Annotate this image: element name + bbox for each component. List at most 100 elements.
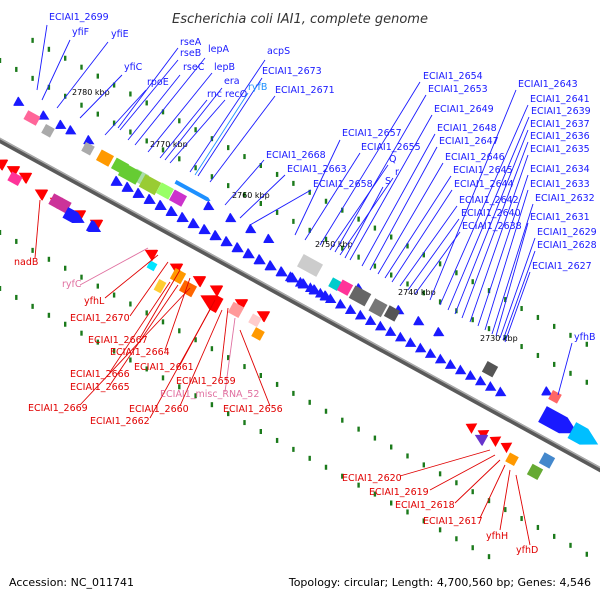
reverse-gene bbox=[500, 442, 513, 454]
forward-gene bbox=[165, 205, 178, 217]
gene-block-shape bbox=[81, 141, 95, 156]
forward-gene-shape bbox=[38, 110, 50, 120]
tick-dot bbox=[161, 109, 165, 115]
gene-block-shape bbox=[117, 162, 143, 185]
tick-dot bbox=[129, 91, 132, 97]
gene-block bbox=[41, 124, 55, 138]
tick-dot bbox=[585, 341, 588, 347]
forward-gene bbox=[176, 211, 189, 223]
callout-line bbox=[344, 186, 384, 259]
tick-dot bbox=[96, 111, 99, 117]
gene-label: Q bbox=[389, 154, 396, 165]
gene-block bbox=[178, 279, 198, 298]
tick-dot bbox=[308, 189, 311, 195]
tick-dot bbox=[275, 209, 279, 215]
forward-gene-shape bbox=[85, 219, 102, 233]
tick-dot bbox=[308, 399, 311, 405]
gene-block-shape bbox=[368, 298, 388, 318]
forward-gene-shape bbox=[344, 304, 357, 314]
tick-dot bbox=[31, 247, 34, 253]
tick-dot bbox=[275, 381, 279, 387]
tick-dot bbox=[145, 366, 148, 372]
callout-line bbox=[399, 205, 458, 287]
gene-block bbox=[336, 279, 354, 296]
gene-label: era bbox=[224, 76, 240, 87]
tick-dot bbox=[112, 120, 116, 126]
forward-gene bbox=[414, 342, 427, 353]
gene-block bbox=[383, 305, 401, 322]
tick-dot bbox=[145, 100, 148, 106]
forward-gene bbox=[374, 320, 387, 331]
gene-label: recO bbox=[225, 89, 247, 100]
callout-line bbox=[504, 271, 531, 343]
tick-dot bbox=[422, 518, 425, 524]
tick-dot bbox=[292, 180, 295, 186]
tick-dot bbox=[129, 301, 132, 307]
tick-dot bbox=[438, 261, 442, 267]
kbp-label: 2740 kbp bbox=[398, 288, 436, 297]
reverse-gene bbox=[0, 159, 9, 171]
kbp-label: 2770 kbp bbox=[150, 140, 188, 149]
tick-dot bbox=[129, 357, 132, 363]
tick-dot bbox=[357, 482, 360, 488]
forward-gene-shape bbox=[154, 199, 167, 211]
tick-dot bbox=[406, 509, 409, 515]
tick-dot bbox=[341, 207, 344, 213]
reverse-gene-shape bbox=[144, 249, 159, 261]
tick-dot bbox=[487, 326, 491, 332]
gene-label: ECIAI1_2657 bbox=[342, 128, 402, 139]
gene-label: ECIAI1_2661 bbox=[134, 362, 194, 373]
tick-dot bbox=[553, 361, 556, 367]
gene-label: yfhH bbox=[486, 531, 508, 542]
callout-line bbox=[127, 74, 181, 141]
reverse-gene-shape bbox=[6, 166, 21, 178]
forward-gene-shape bbox=[494, 386, 507, 397]
gene-label: ECIAI1_2619 bbox=[369, 487, 429, 498]
gene-label: lepB bbox=[214, 62, 235, 73]
forward-gene-shape bbox=[304, 282, 317, 293]
forward-gene bbox=[364, 315, 377, 325]
reverse-gene bbox=[34, 189, 49, 201]
reverse-gene-shape bbox=[200, 295, 224, 313]
gene-label: ECIAI1_2627 bbox=[532, 261, 592, 272]
tick-dot bbox=[275, 171, 279, 177]
gene-label: ECIAI1_2646 bbox=[445, 152, 505, 163]
tick-dot bbox=[504, 335, 507, 341]
callout-line bbox=[377, 162, 444, 275]
forward-gene bbox=[231, 242, 244, 253]
gene-block-shape bbox=[336, 279, 354, 296]
forward-gene-shape bbox=[143, 193, 156, 204]
gene-block-shape bbox=[168, 189, 188, 207]
tick-dot bbox=[47, 312, 51, 318]
forward-gene bbox=[242, 248, 255, 259]
tick-dot bbox=[292, 390, 295, 396]
gene-label: ECIAI1_2632 bbox=[535, 193, 595, 204]
reverse-gene bbox=[489, 436, 502, 448]
callout-line bbox=[369, 146, 438, 271]
forward-gene-shape bbox=[414, 342, 427, 353]
gene-label: ECIAI1_2655 bbox=[361, 142, 421, 153]
tick-dot bbox=[227, 411, 230, 417]
gene-labels: ECIAI1_2699 yfiF yfiE yfiC rpoE rseC rse… bbox=[14, 12, 597, 556]
gene-label: ECIAI1_2699 bbox=[49, 12, 109, 23]
forward-gene-shape bbox=[275, 266, 288, 277]
tick-dot bbox=[406, 243, 409, 249]
tick-dot bbox=[471, 279, 474, 285]
forward-gene-shape bbox=[538, 406, 578, 434]
tick-dot bbox=[96, 339, 99, 345]
callout-line bbox=[339, 177, 394, 256]
gene-label: ECIAI1_2635 bbox=[530, 144, 590, 155]
gene-block-shape bbox=[153, 279, 167, 294]
tick-dot bbox=[259, 429, 262, 435]
tick-dot bbox=[227, 355, 230, 361]
callout-line bbox=[79, 287, 191, 406]
reverse-gene-shape bbox=[192, 276, 207, 288]
gene-label: ECIAI1_2649 bbox=[434, 104, 494, 115]
gene-label: ECIAI1_2666 bbox=[70, 369, 130, 380]
callout-line bbox=[164, 87, 223, 161]
forward-gene bbox=[384, 326, 397, 336]
forward-gene-shape bbox=[413, 316, 425, 326]
callout-line bbox=[109, 284, 179, 386]
callout-line bbox=[477, 174, 529, 327]
tick-dot bbox=[64, 55, 67, 61]
